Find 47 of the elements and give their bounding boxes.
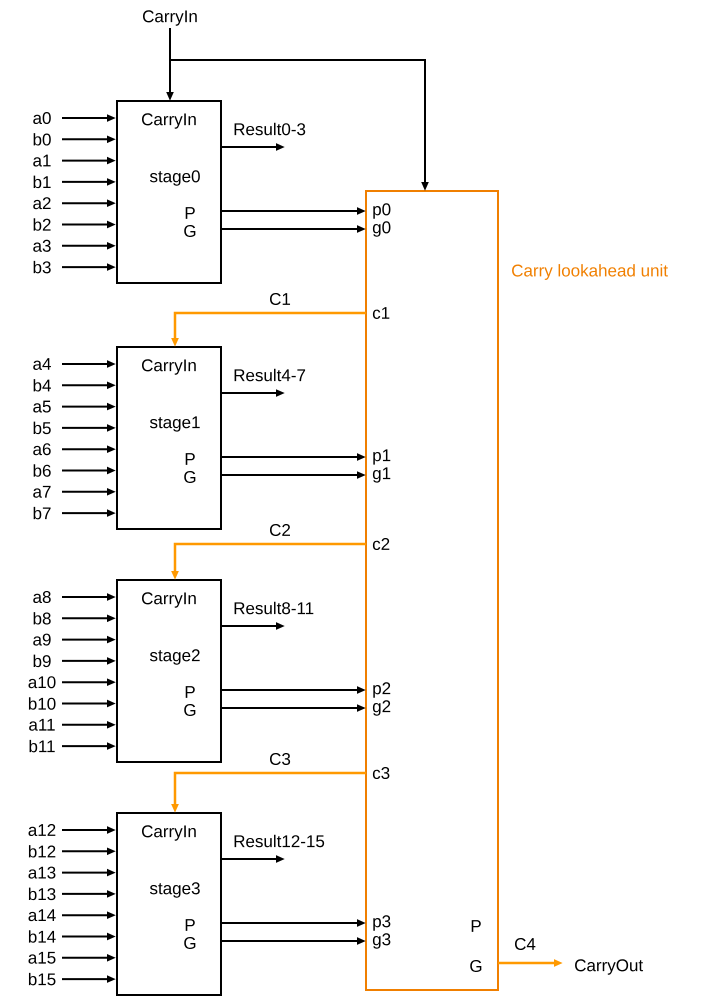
- input-label: a13: [28, 866, 56, 879]
- input-label: a14: [28, 909, 56, 922]
- stage-box: CarryIn stage1 P G: [116, 346, 222, 530]
- input-label: b14: [28, 930, 56, 943]
- input-label: a11: [29, 718, 55, 731]
- edge-label: C3: [268, 752, 292, 766]
- stage-box: CarryIn stage2 P G: [116, 579, 222, 763]
- input-label: b1: [34, 176, 51, 188]
- input-label: b11: [30, 740, 55, 752]
- input-label: a0: [33, 112, 51, 124]
- input-label: b3: [34, 260, 51, 274]
- input-label: a7: [33, 486, 51, 498]
- input-label: b9: [34, 654, 51, 668]
- edge-label: C1: [268, 292, 292, 306]
- input-label: b15: [28, 972, 56, 986]
- node-label: Carry lookahead unit: [512, 264, 668, 280]
- carry-out-label: CarryOut: [575, 959, 644, 975]
- input-label: a9: [33, 634, 51, 646]
- input-label: a15: [28, 952, 56, 964]
- input-label: a5: [33, 400, 51, 413]
- stage-box: CarryIn stage3 P G: [116, 812, 222, 996]
- input-label: a10: [28, 676, 56, 688]
- edge-label: C2: [268, 523, 292, 538]
- input-label: a3: [33, 240, 51, 252]
- input-label: a6: [33, 443, 51, 456]
- input-label: a1: [33, 154, 51, 167]
- edge-label: Result8-11: [232, 600, 316, 616]
- stage-box: CarryIn stage0 P G: [116, 100, 222, 284]
- input-label: b0: [34, 133, 51, 146]
- input-label: b12: [28, 845, 56, 858]
- input-label: b2: [34, 218, 51, 231]
- input-label: b13: [28, 888, 56, 900]
- input-label: a8: [33, 591, 51, 604]
- input-label: b4: [34, 379, 51, 392]
- edge-label: C4: [513, 937, 537, 952]
- input-label: a4: [33, 358, 51, 370]
- input-label: b7: [34, 506, 51, 520]
- input-label: b8: [34, 612, 51, 625]
- input-label: b10: [28, 697, 56, 710]
- carry-in-label: CarryIn: [143, 10, 197, 26]
- input-label: b6: [34, 464, 51, 477]
- edge-label: Result12-15: [232, 834, 326, 848]
- edge-label: Result0-3: [232, 122, 307, 136]
- input-label: a12: [28, 824, 56, 836]
- edge-label: Result4-7: [232, 368, 307, 382]
- input-label: b5: [34, 422, 51, 434]
- input-label: a2: [33, 197, 51, 210]
